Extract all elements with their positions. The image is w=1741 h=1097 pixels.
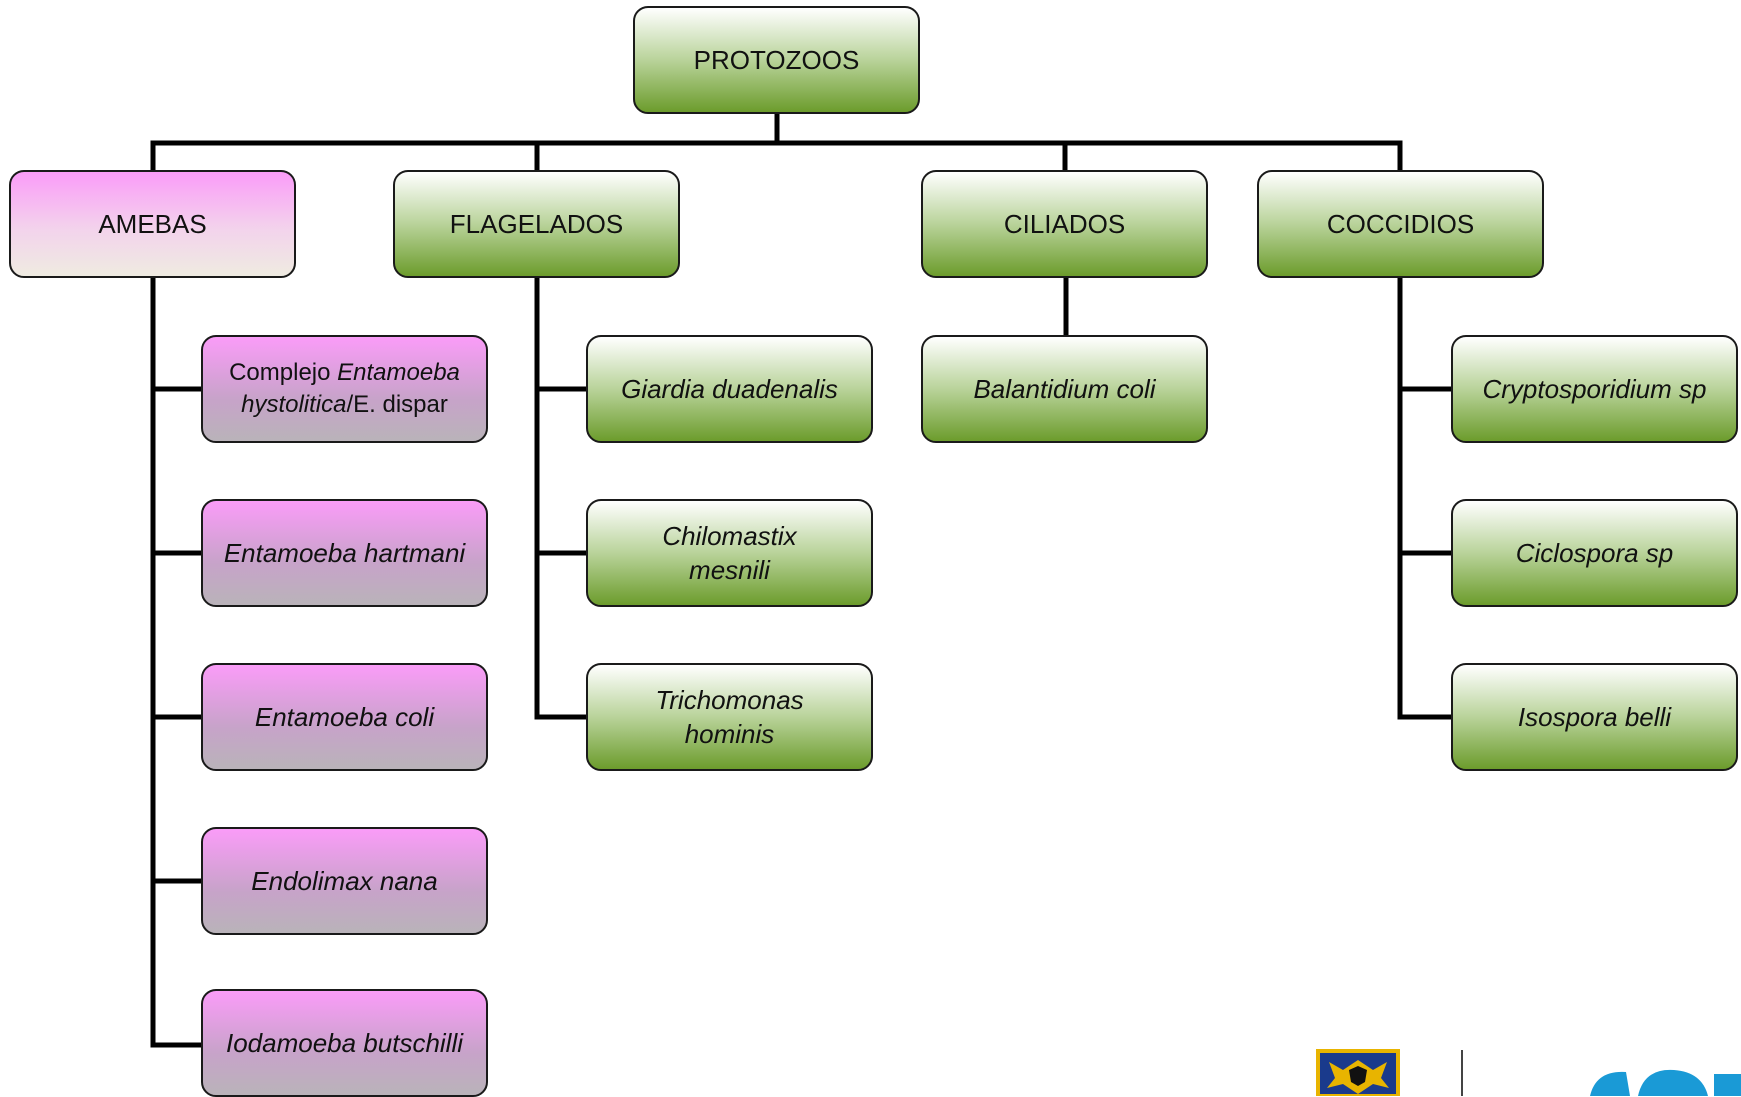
brand-mark-partial <box>1590 1069 1741 1096</box>
species-label: Chilomastix mesnili <box>662 521 797 585</box>
root-node: PROTOZOOS <box>633 6 920 114</box>
category-amebas: AMEBAS <box>9 170 296 278</box>
category-coccidios: COCCIDIOS <box>1257 170 1544 278</box>
species-label: Giardia duadenalis <box>621 374 838 404</box>
category-label: AMEBAS <box>98 209 207 239</box>
species-isospora-belli: Isospora belli <box>1451 663 1738 771</box>
coat-of-arms-logo <box>1316 1049 1400 1096</box>
species-label: Ciclospora sp <box>1515 538 1674 568</box>
category-label: COCCIDIOS <box>1326 209 1475 239</box>
species-label: Isospora belli <box>1517 702 1672 732</box>
species-entamoeba-coli: Entamoeba coli <box>201 663 488 771</box>
species-trichomonas-hominis: Trichomonas hominis <box>586 663 873 771</box>
species-chilomastix-mesnili: Chilomastix mesnili <box>586 499 873 607</box>
species-entamoeba-hartmani: Entamoeba hartmani <box>201 499 488 607</box>
species-label: Complejo Entamoeba hystolitica/E. dispar <box>213 357 476 421</box>
category-label: CILIADOS <box>1003 209 1126 239</box>
category-ciliados: CILIADOS <box>921 170 1208 278</box>
species-label: Endolimax nana <box>251 866 438 896</box>
species-label: Iodamoeba butschilli <box>225 1028 464 1058</box>
species-cryptosporidium-sp: Cryptosporidium sp <box>1451 335 1738 443</box>
species-label: Cryptosporidium sp <box>1482 374 1707 404</box>
category-label: FLAGELADOS <box>449 209 624 239</box>
logo-divider <box>1461 1050 1463 1096</box>
species-giardia-duadenalis: Giardia duadenalis <box>586 335 873 443</box>
root-label: PROTOZOOS <box>693 45 860 75</box>
species-prefix: Complejo <box>229 359 338 386</box>
category-flagelados: FLAGELADOS <box>393 170 680 278</box>
species-endolimax-nana: Endolimax nana <box>201 827 488 935</box>
species-label: Balantidium coli <box>973 374 1156 404</box>
species-italic-part: Entamoeba hystolitica <box>241 359 460 418</box>
species-entamoeba-complex: Complejo Entamoeba hystolitica/E. dispar <box>201 335 488 443</box>
species-ciclospora-sp: Ciclospora sp <box>1451 499 1738 607</box>
species-label: Entamoeba hartmani <box>223 538 466 568</box>
species-balantidium-coli: Balantidium coli <box>921 335 1208 443</box>
species-label: Trichomonas hominis <box>655 685 804 749</box>
species-suffix: /E. dispar <box>346 391 448 418</box>
species-iodamoeba-butschilli: Iodamoeba butschilli <box>201 989 488 1097</box>
species-label: Entamoeba coli <box>254 702 435 732</box>
